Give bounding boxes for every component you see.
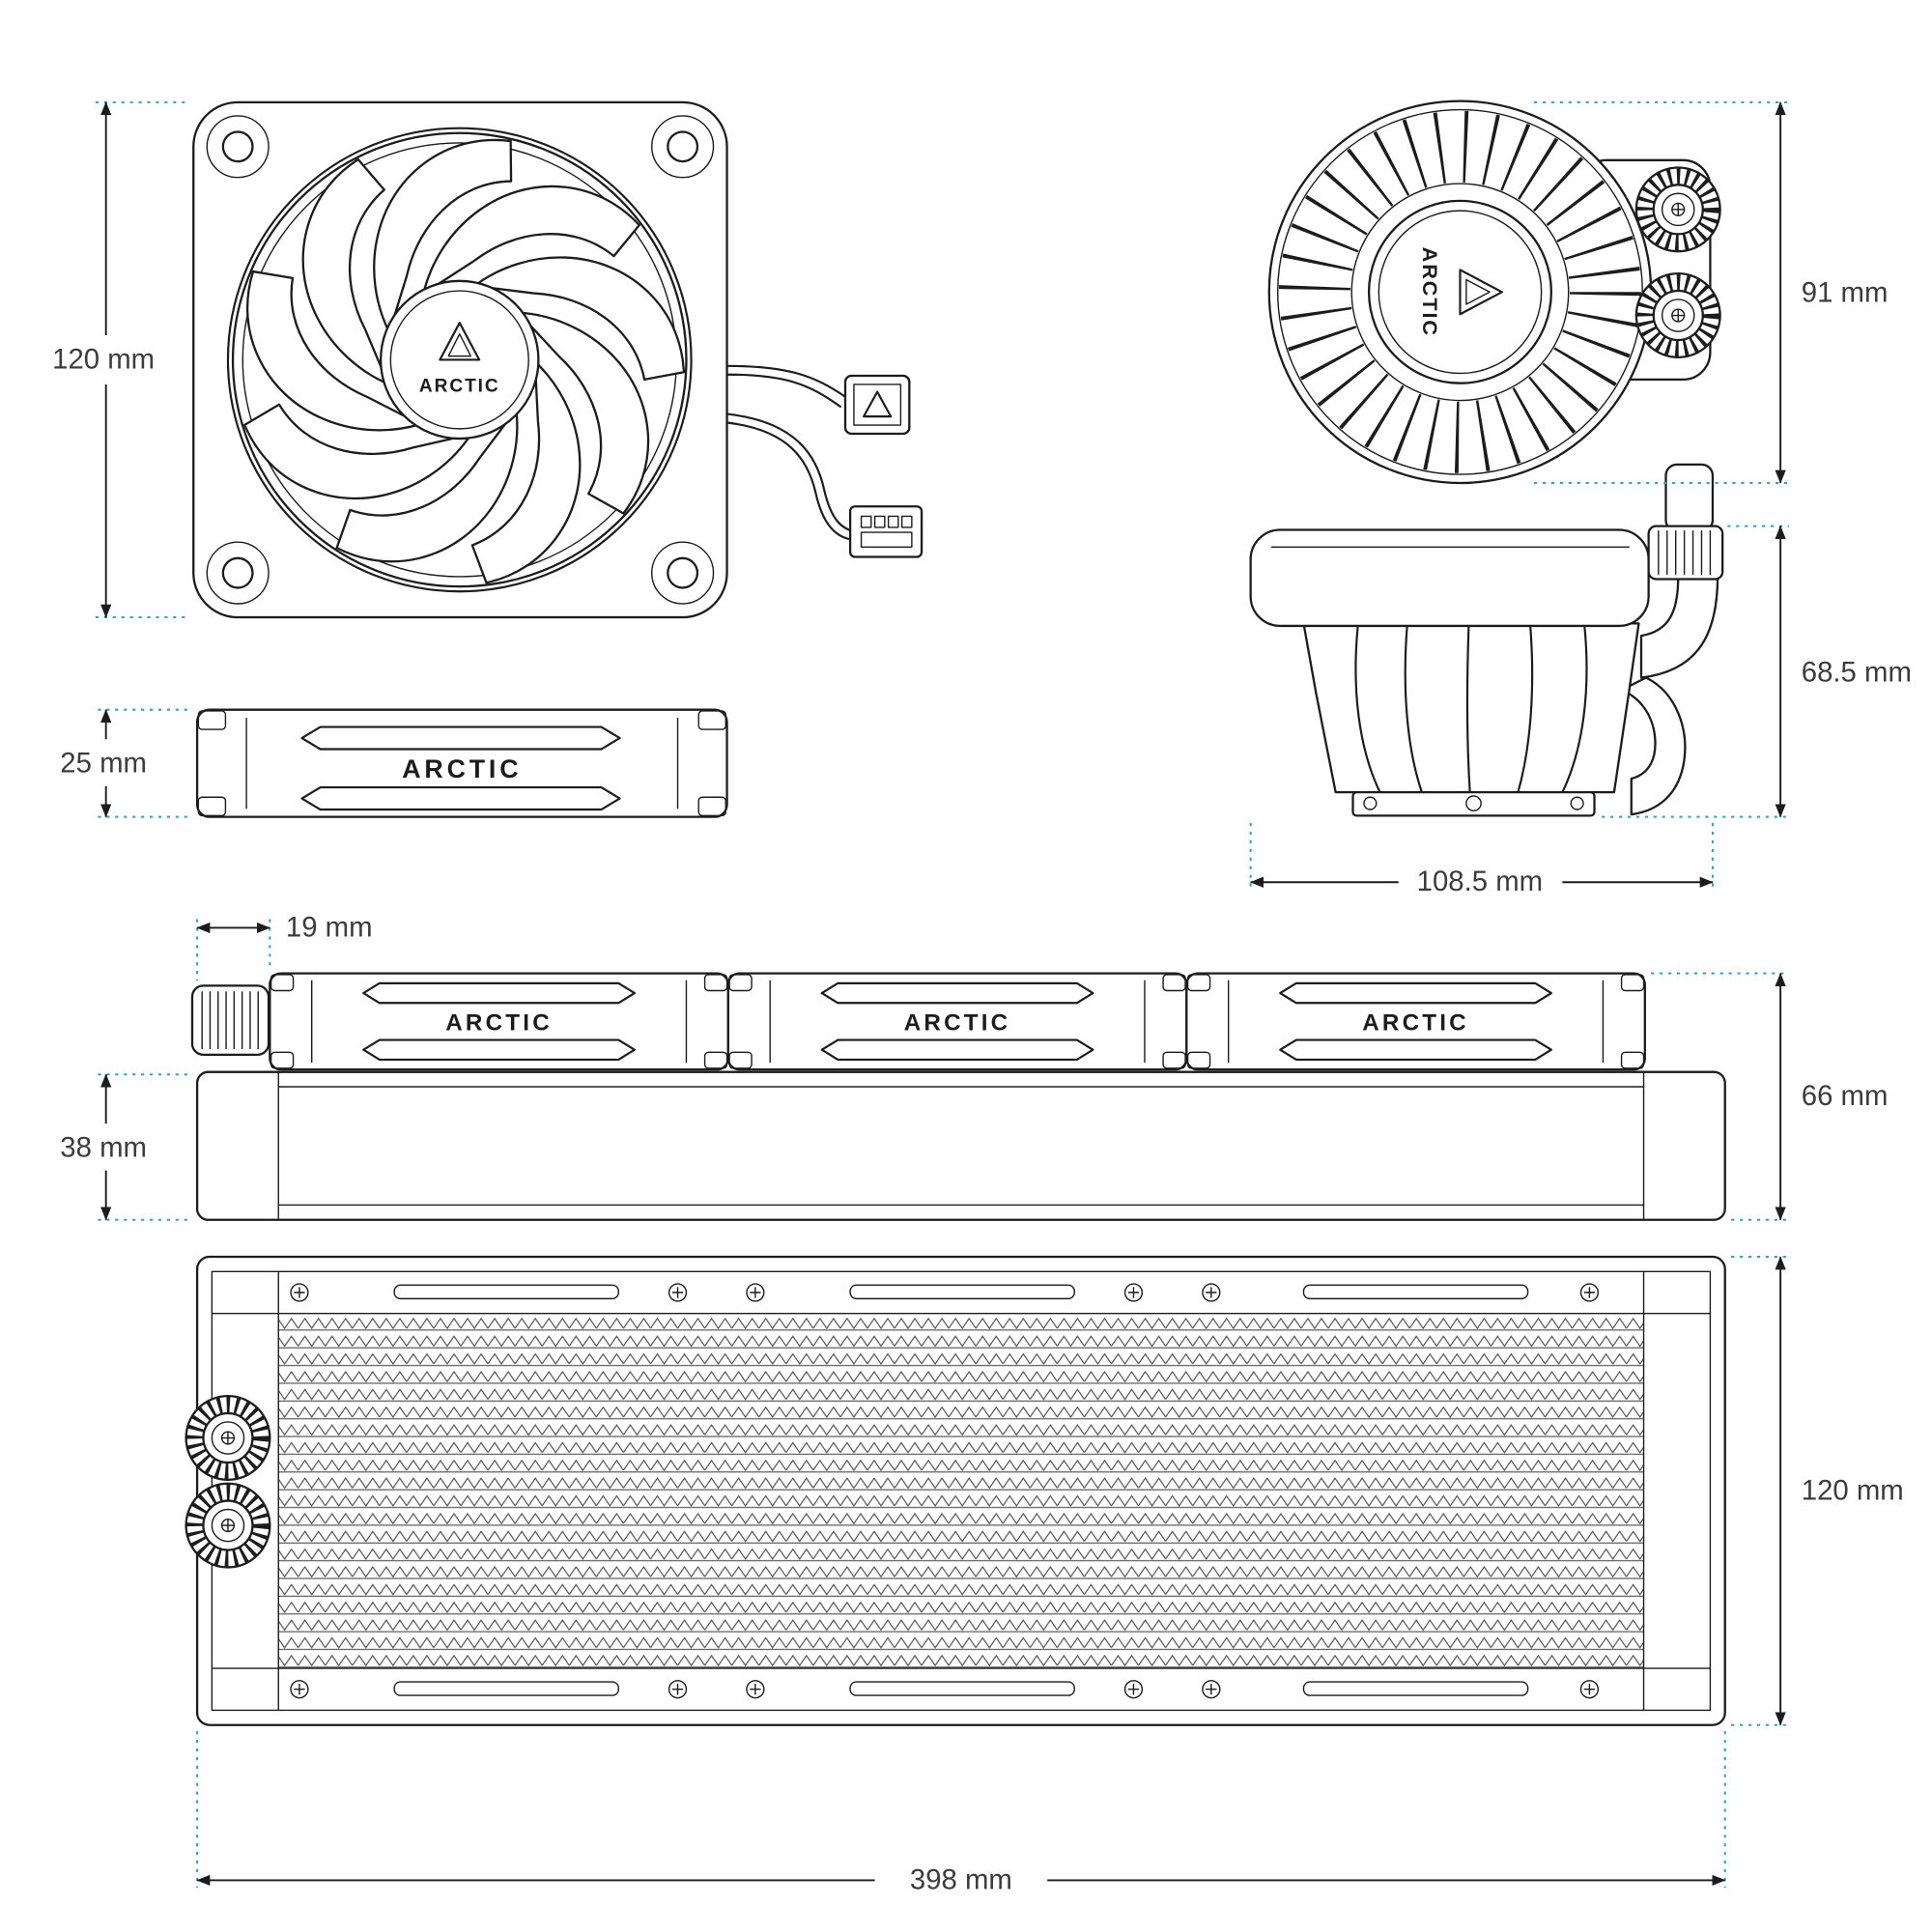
dimension-radiator-width: 120 mm bbox=[1731, 1256, 1904, 1726]
arctic-logo-text: ARCTIC bbox=[402, 754, 522, 783]
pump-fan-fins bbox=[1278, 110, 1641, 473]
hose-fitting-icon bbox=[186, 1396, 270, 1480]
arctic-logo-text: ARCTIC bbox=[1418, 247, 1442, 337]
pump-logo: ARCTIC bbox=[1418, 247, 1503, 337]
fan-side-profile bbox=[269, 972, 729, 1071]
dimension-label-radiator-length: 398 mm bbox=[910, 1863, 1012, 1895]
knurled-fitting bbox=[190, 984, 270, 1056]
dimension-label-radiator-width: 120 mm bbox=[1802, 1474, 1904, 1506]
dimension-radiator-length: 398 mm bbox=[196, 1731, 1726, 1895]
hose-fitting-icon bbox=[1636, 273, 1720, 357]
dimension-label-radiator-thickness: 38 mm bbox=[60, 1132, 147, 1164]
hose-fitting-icon bbox=[1636, 167, 1720, 251]
radiator-top-view bbox=[186, 1255, 1726, 1726]
dimension-fan-thickness: 25 mm bbox=[60, 708, 187, 818]
fan-side-profile bbox=[1185, 972, 1646, 1071]
dimension-label-radiator-total-height: 66 mm bbox=[1802, 1080, 1889, 1112]
dimension-label-fitting-offset: 19 mm bbox=[286, 911, 373, 943]
arctic-triangle-icon bbox=[1459, 269, 1503, 316]
hose-fitting-icon bbox=[186, 1484, 270, 1568]
fan-cables bbox=[725, 364, 923, 558]
fan-side-view: ARCTIC bbox=[195, 708, 728, 818]
dimension-label-pump-length: 108.5 mm bbox=[1417, 866, 1543, 897]
knurled-fitting bbox=[1647, 525, 1724, 581]
radiator-fin-texture bbox=[278, 1313, 1644, 1669]
dimension-label-fan-size: 120 mm bbox=[52, 343, 155, 375]
dimension-pump-height: 68.5 mm bbox=[1602, 525, 1912, 818]
dimension-fitting-offset: 19 mm bbox=[196, 911, 373, 981]
arctic-logo-text: ARCTIC bbox=[419, 377, 500, 397]
dimension-label-pump-width: 91 mm bbox=[1802, 277, 1889, 309]
pump-top-view: ARCTIC bbox=[1267, 99, 1720, 485]
dimension-radiator-thickness: 38 mm bbox=[60, 1073, 187, 1221]
dimension-fan-size: 120 mm bbox=[52, 100, 185, 619]
dimension-label-fan-thickness: 25 mm bbox=[60, 748, 147, 780]
arctic-triangle-icon bbox=[439, 322, 481, 361]
dimension-radiator-total-height: 66 mm bbox=[1651, 972, 1889, 1221]
radiator-side-view bbox=[190, 972, 1726, 1221]
dimension-label-pump-height: 68.5 mm bbox=[1802, 656, 1912, 688]
pump-side-view bbox=[1249, 463, 1724, 817]
fan-front-view: ARCTIC bbox=[192, 100, 923, 619]
dimension-pump-width: 91 mm bbox=[1534, 100, 1889, 485]
fan-side-profile bbox=[726, 972, 1188, 1071]
arctic-triangle-icon bbox=[863, 390, 893, 418]
pwm-connector bbox=[843, 374, 911, 436]
dimension-pump-length: 108.5 mm bbox=[1249, 823, 1714, 897]
